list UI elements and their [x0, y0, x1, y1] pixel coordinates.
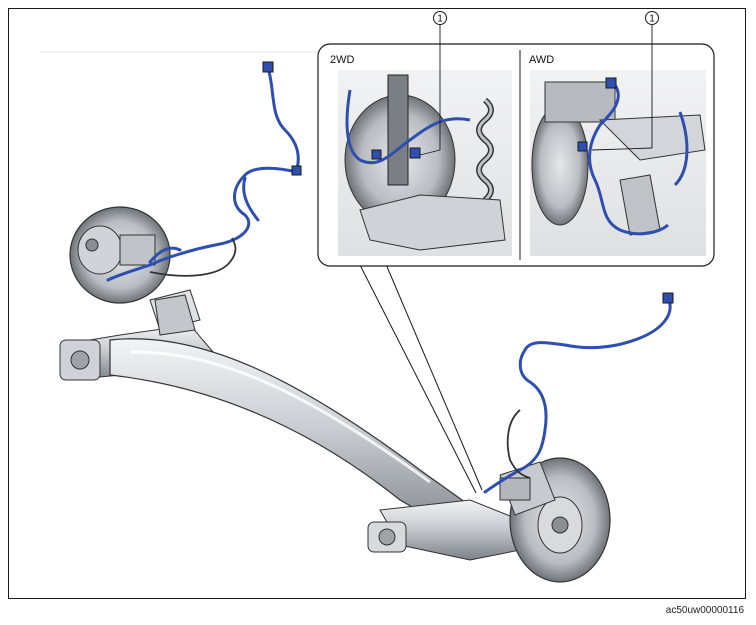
right-harness-connector: [662, 292, 674, 304]
callout-1-2wd: 1: [419, 11, 447, 156]
callout-number: 1: [649, 14, 655, 25]
right-hub-assembly: [499, 457, 611, 583]
callout-number: 1: [437, 14, 443, 25]
left-brake-hose: [149, 237, 237, 277]
left-harness-clip: [291, 165, 302, 176]
figure-code: ac50uw00000116: [665, 605, 744, 616]
left-hub-assembly: [69, 206, 196, 336]
inset-leader-line: [384, 261, 483, 491]
inset-awd-art: [530, 70, 706, 256]
left-harness-connector: [262, 61, 274, 73]
detail-inset: 2WD AWD: [317, 43, 715, 267]
inset-label-awd: AWD: [529, 54, 554, 66]
inset-label-2wd: 2WD: [330, 54, 355, 66]
inset-2wd-art: [338, 70, 512, 256]
rear-axle-beam: [59, 289, 521, 561]
left-brake-harness: [106, 66, 300, 282]
callout-1-awd: 1: [591, 11, 659, 151]
figure-frame: [8, 8, 746, 599]
right-brake-harness: [483, 296, 672, 494]
right-brake-hose: [506, 409, 531, 479]
inset-leader-line: [359, 264, 477, 494]
